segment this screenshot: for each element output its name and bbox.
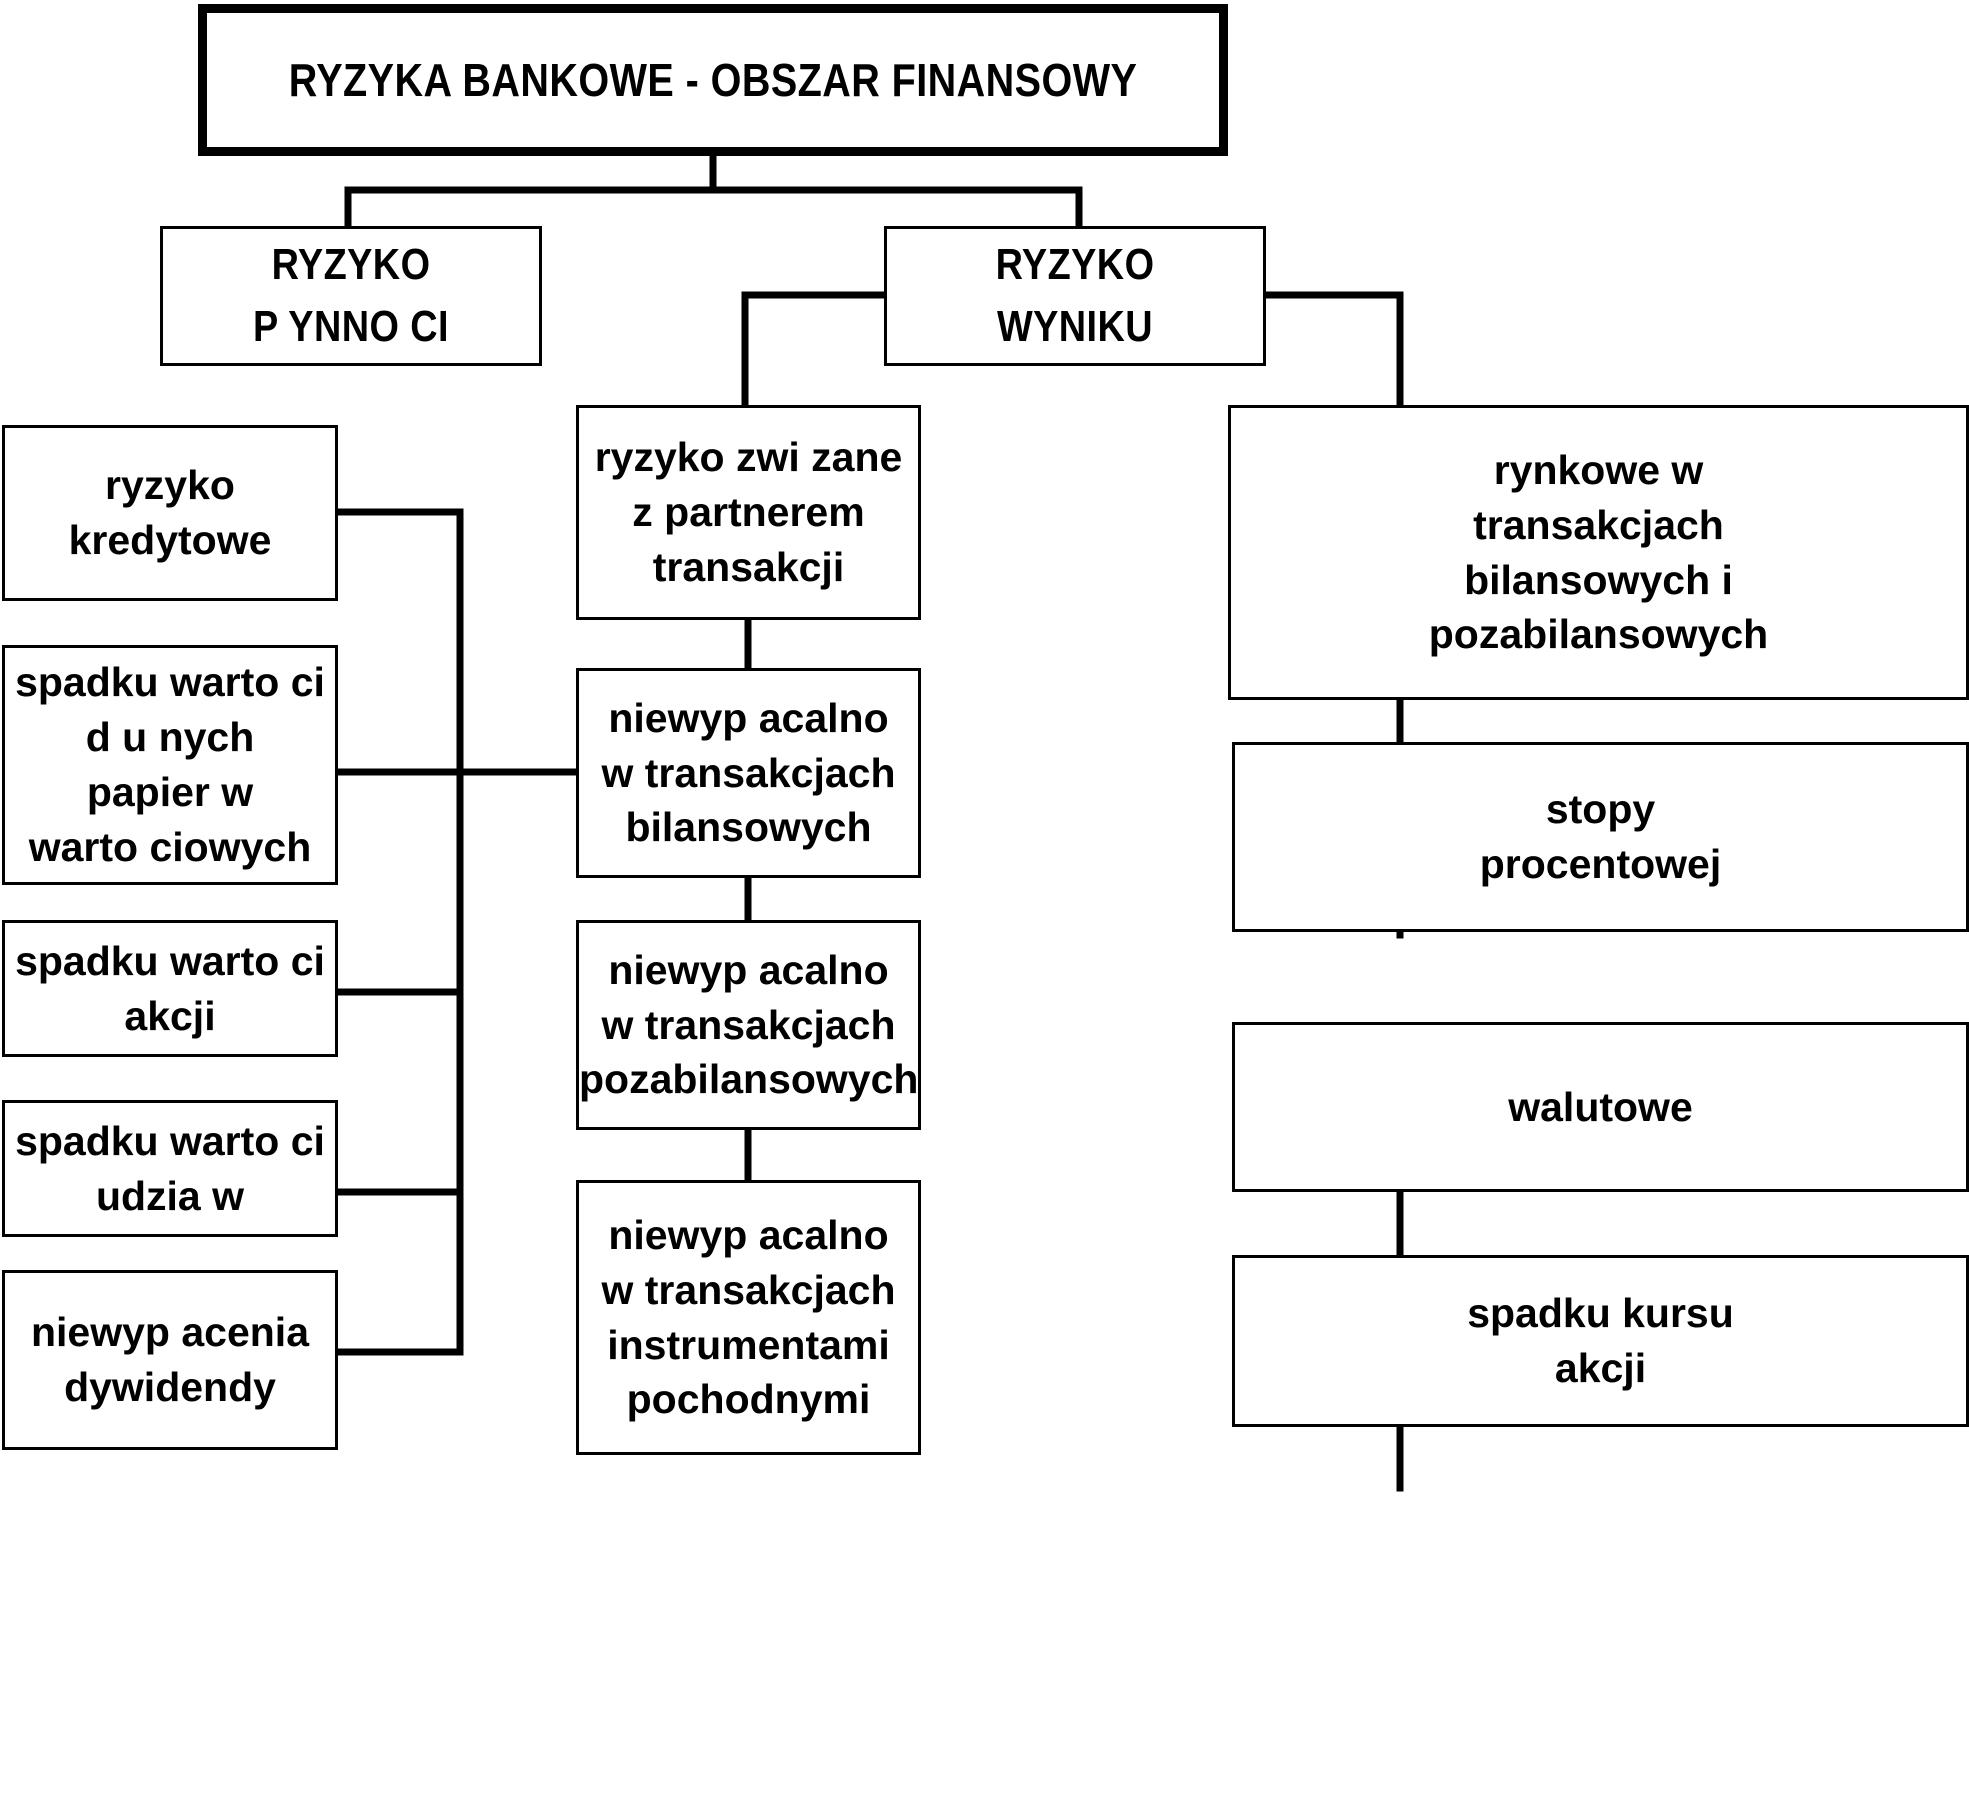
node-spadku-kursu-akcji[interactable]: spadku kursu akcji [1232, 1255, 1969, 1427]
node-walutowe-label: walutowe [1508, 1083, 1693, 1130]
node-spadku-wartosci-dluznych-papierow-label: spadku warto ci d u nych papier w warto … [15, 659, 325, 870]
node-ryzyko-zwiazane-z-partnerem-label: ryzyko zwi zane z partnerem transakcji [594, 434, 903, 590]
node-ryzyko-kredytowe[interactable]: ryzyko kredytowe [2, 425, 338, 601]
node-ryzyko-wyniku-label: RYZYKO WYNIKU [995, 239, 1155, 351]
node-niewyplacalnosc-pochodne[interactable]: niewyp acalno w transakcjach instrumenta… [576, 1180, 921, 1455]
node-niewyplacalnosc-pozabilansowe-label: niewyp acalno w transakcjach pozabilanso… [579, 946, 919, 1103]
node-root-label: RYZYKA BANKOWE - OBSZAR FINANSOWY [288, 53, 1138, 106]
node-ryzyko-zwiazane-z-partnerem[interactable]: ryzyko zwi zane z partnerem transakcji [576, 405, 921, 620]
node-walutowe[interactable]: walutowe [1232, 1022, 1969, 1192]
node-niewyplacenia-dywidendy[interactable]: niewyp acenia dywidendy [2, 1270, 338, 1450]
node-ryzyko-wyniku[interactable]: RYZYKO WYNIKU [884, 226, 1266, 366]
node-spadku-wartosci-dluznych-papierow[interactable]: spadku warto ci d u nych papier w warto … [2, 645, 338, 885]
node-stopy-procentowej-label: stopy procentowej [1479, 786, 1722, 887]
node-root[interactable]: RYZYKA BANKOWE - OBSZAR FINANSOWY [198, 4, 1228, 156]
node-ryzyko-plynnosci-label: RYZYKO P YNNO CI [253, 239, 449, 351]
node-ryzyko-kredytowe-label: ryzyko kredytowe [68, 462, 272, 563]
node-spadku-wartosci-udzialow[interactable]: spadku warto ci udzia w [2, 1100, 338, 1237]
node-niewyplacalnosc-pochodne-label: niewyp acalno w transakcjach instrumenta… [601, 1211, 896, 1423]
node-rynkowe-bilansowe-pozabilansowe-label: rynkowe w transakcjach bilansowych i poz… [1428, 446, 1769, 658]
node-spadku-wartosci-akcji-label: spadku warto ci akcji [15, 937, 325, 1039]
node-spadku-wartosci-udzialow-label: spadku warto ci udzia w [15, 1117, 325, 1219]
node-niewyplacenia-dywidendy-label: niewyp acenia dywidendy [30, 1309, 309, 1410]
node-niewyplacalnosc-bilansowe-label: niewyp acalno w transakcjach bilansowych [601, 694, 896, 851]
node-niewyplacalnosc-bilansowe[interactable]: niewyp acalno w transakcjach bilansowych [576, 668, 921, 878]
node-spadku-kursu-akcji-label: spadku kursu akcji [1467, 1290, 1734, 1391]
node-spadku-wartosci-akcji[interactable]: spadku warto ci akcji [2, 920, 338, 1057]
node-rynkowe-bilansowe-pozabilansowe[interactable]: rynkowe w transakcjach bilansowych i poz… [1228, 405, 1969, 700]
node-ryzyko-plynnosci[interactable]: RYZYKO P YNNO CI [160, 226, 542, 366]
node-stopy-procentowej[interactable]: stopy procentowej [1232, 742, 1969, 932]
node-niewyplacalnosc-pozabilansowe[interactable]: niewyp acalno w transakcjach pozabilanso… [576, 920, 921, 1130]
